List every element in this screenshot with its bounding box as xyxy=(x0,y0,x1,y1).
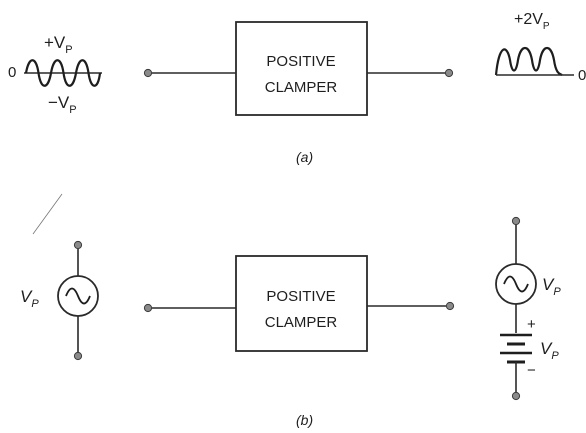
output-terminal-a xyxy=(444,68,454,78)
block-label-line2-b: CLAMPER xyxy=(265,314,338,331)
part-a: +VP 0 −VP POSITIVE CLAMPER +2VP 0 xyxy=(8,11,586,165)
scan-artifact-line xyxy=(32,193,63,235)
input-zero-label: 0 xyxy=(8,64,16,81)
positive-clamper-block-b xyxy=(235,255,368,352)
output-source-top-terminal xyxy=(511,216,521,226)
output-source-bottom-terminal xyxy=(511,391,521,401)
block-label-line2-a: CLAMPER xyxy=(265,79,338,96)
input-source-vp-label: VP xyxy=(20,287,39,310)
part-b: VP POSITIVE CLAMPER VP + xyxy=(20,216,561,428)
input-source-bottom-terminal xyxy=(73,351,83,361)
battery-vp-label: VP xyxy=(540,339,559,362)
sine-wave-icon xyxy=(24,59,102,87)
input-source-top-terminal xyxy=(73,240,83,250)
output-source-vp-label: VP xyxy=(542,275,561,298)
output-plus-2vp-label: +2VP xyxy=(514,11,550,32)
battery-minus-sign: − xyxy=(527,362,536,379)
caption-a: (a) xyxy=(296,149,313,165)
output-terminal-b xyxy=(445,301,455,311)
input-terminal-b xyxy=(143,303,153,313)
positive-clamper-block-a xyxy=(235,21,368,116)
caption-b: (b) xyxy=(296,412,313,428)
block-label-line1-a: POSITIVE xyxy=(266,53,335,70)
ac-voltage-source-icon xyxy=(57,275,99,317)
input-plus-vp-label: +VP xyxy=(44,33,73,56)
ac-voltage-source-icon xyxy=(495,263,537,305)
input-terminal-a xyxy=(143,68,153,78)
clamped-sine-wave-icon xyxy=(494,46,574,77)
input-minus-vp-label: −VP xyxy=(48,93,77,116)
battery-plus-sign: + xyxy=(527,316,536,333)
battery-icon xyxy=(500,333,532,364)
output-zero-label: 0 xyxy=(578,67,586,84)
block-label-line1-b: POSITIVE xyxy=(266,288,335,305)
